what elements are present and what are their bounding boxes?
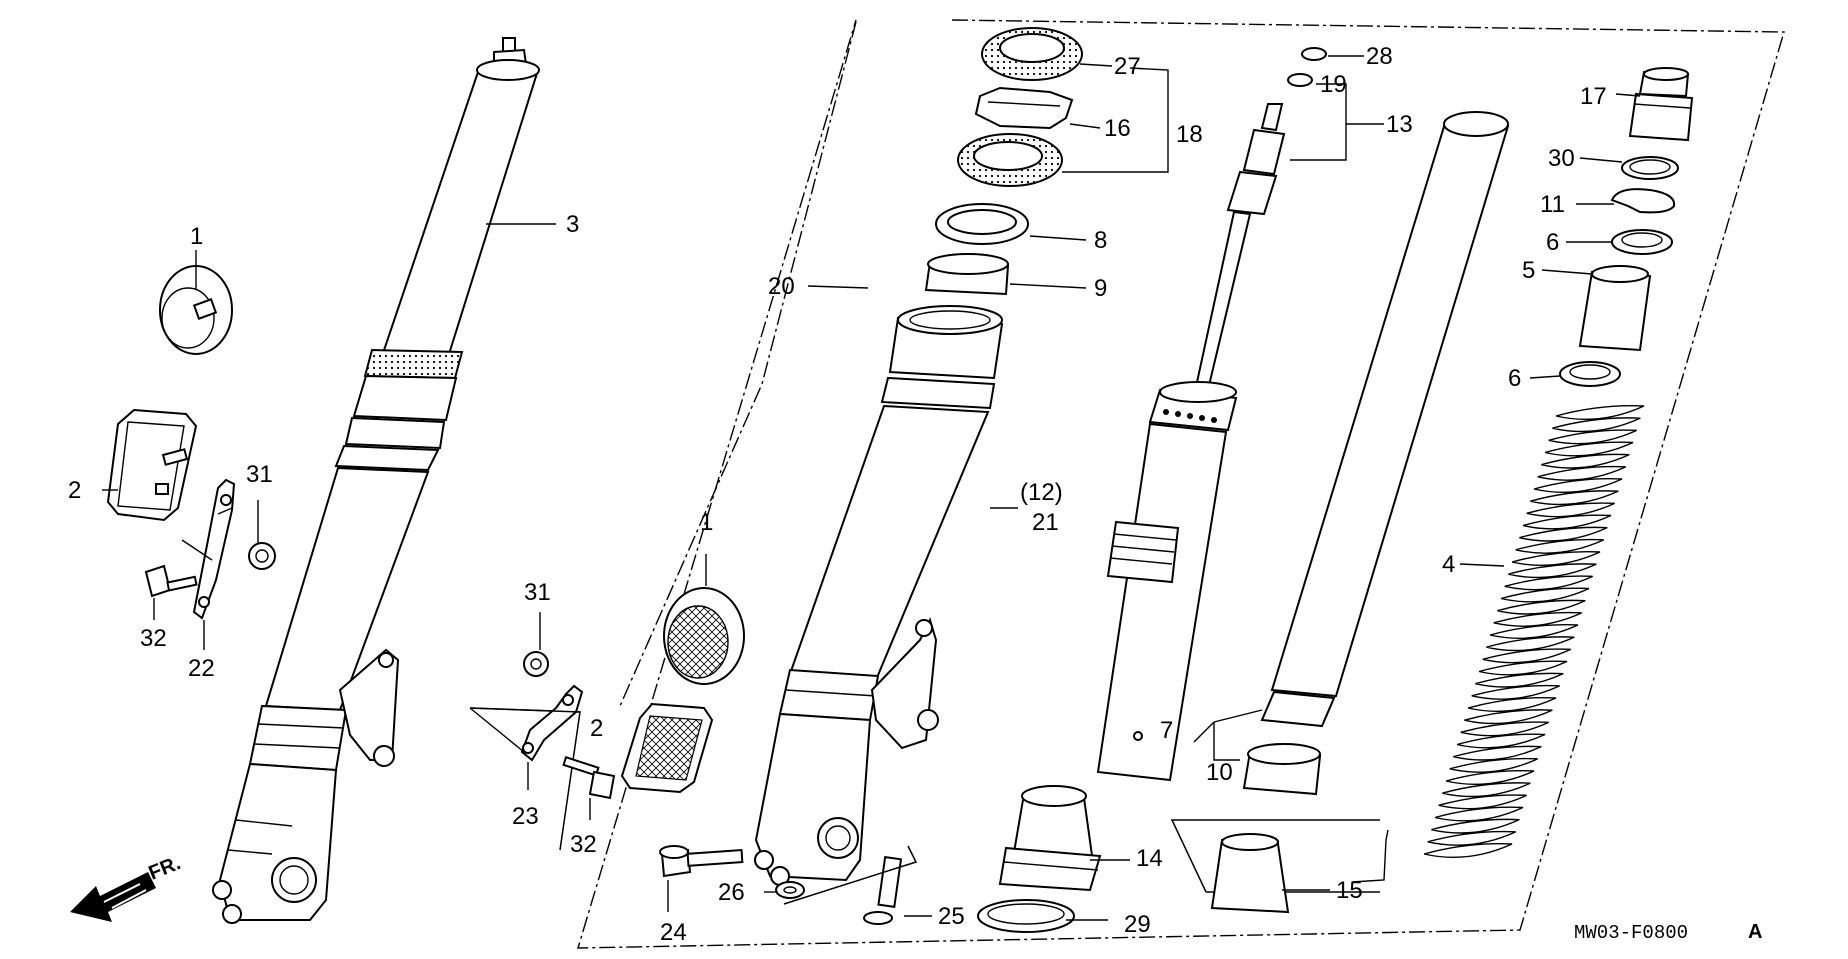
gasket-29	[977, 899, 1075, 933]
label-14: 14	[1136, 845, 1163, 872]
spacer-5	[1578, 265, 1652, 352]
reflector-2-left	[106, 408, 198, 522]
label-24: 24	[660, 919, 687, 946]
guide-15	[1210, 833, 1290, 914]
leader-lines	[102, 55, 1641, 921]
bolt-32-left	[144, 564, 198, 598]
label-19: 19	[1320, 71, 1347, 98]
front-indicator: FR.	[146, 852, 184, 884]
washer-6-upper	[1611, 229, 1673, 255]
left-fork-assembly	[212, 37, 540, 924]
oil-seal-18	[957, 133, 1063, 187]
cap-bolt-17	[1628, 67, 1694, 142]
label-6-lower: 6	[1508, 365, 1521, 392]
cone-14	[998, 785, 1102, 892]
label-25: 25	[938, 903, 965, 930]
nut-31-mid	[523, 651, 549, 677]
label-26: 26	[718, 879, 745, 906]
plug-1-left	[159, 265, 233, 355]
washer-28	[1301, 47, 1327, 61]
label-30: 30	[1548, 145, 1575, 172]
washer-19	[1287, 73, 1313, 87]
label-31-left: 31	[246, 461, 273, 488]
bracket-23-mid	[520, 684, 584, 762]
label-10: 10	[1206, 759, 1233, 786]
label-18: 18	[1176, 121, 1203, 148]
nut-31-left	[248, 542, 276, 570]
inner-tube	[1260, 111, 1510, 728]
label-32-mid: 32	[570, 831, 597, 858]
label-2-left: 2	[68, 477, 81, 504]
o-ring-30	[1621, 156, 1679, 180]
label-8: 8	[1094, 227, 1107, 254]
plug-1-mid	[663, 587, 745, 685]
label-27: 27	[1114, 53, 1141, 80]
bolt-25	[863, 855, 903, 925]
label-28: 28	[1366, 43, 1393, 70]
label-12: (12)	[1020, 479, 1063, 506]
stopper-ring-11	[1610, 188, 1676, 214]
label-6-upper: 6	[1546, 229, 1559, 256]
label-1-left: 1	[190, 223, 203, 250]
label-13: 13	[1386, 111, 1413, 138]
damper-rod-13	[1096, 103, 1286, 782]
label-9: 9	[1094, 275, 1107, 302]
diagram-code-suffix: A	[1748, 921, 1762, 943]
label-5: 5	[1522, 257, 1535, 284]
front-arrow-icon	[70, 872, 156, 922]
label-23: 23	[512, 803, 539, 830]
label-16: 16	[1104, 115, 1131, 142]
bracket-22-left	[181, 478, 236, 620]
label-1-mid: 1	[700, 509, 713, 536]
label-22: 22	[188, 655, 215, 682]
clip-16	[974, 86, 1074, 130]
label-4: 4	[1442, 551, 1455, 578]
label-15: 15	[1336, 877, 1363, 904]
label-3: 3	[566, 211, 579, 238]
label-21: 21	[1032, 509, 1059, 536]
bushing-9	[924, 253, 1010, 296]
label-31-mid: 31	[524, 579, 551, 606]
washer-8	[935, 203, 1029, 245]
diagram-code: MW03-F0800	[1574, 922, 1688, 944]
label-32-left: 32	[140, 625, 167, 652]
label-29: 29	[1124, 911, 1151, 938]
reflector-2-mid	[620, 702, 714, 794]
washer-6-lower	[1559, 361, 1621, 387]
washer-26	[775, 881, 805, 899]
label-7: 7	[1160, 717, 1173, 744]
slide-bushing-10	[1242, 743, 1322, 796]
label-17: 17	[1580, 83, 1607, 110]
fork-spring-4	[1423, 405, 1645, 858]
bolt-24	[659, 845, 744, 878]
label-11: 11	[1540, 191, 1565, 218]
label-2-mid: 2	[590, 715, 603, 742]
dust-seal-27	[981, 27, 1083, 81]
bolt-32-mid	[562, 755, 616, 800]
outer-slider-21	[754, 305, 1004, 886]
label-20: 20	[768, 273, 795, 300]
